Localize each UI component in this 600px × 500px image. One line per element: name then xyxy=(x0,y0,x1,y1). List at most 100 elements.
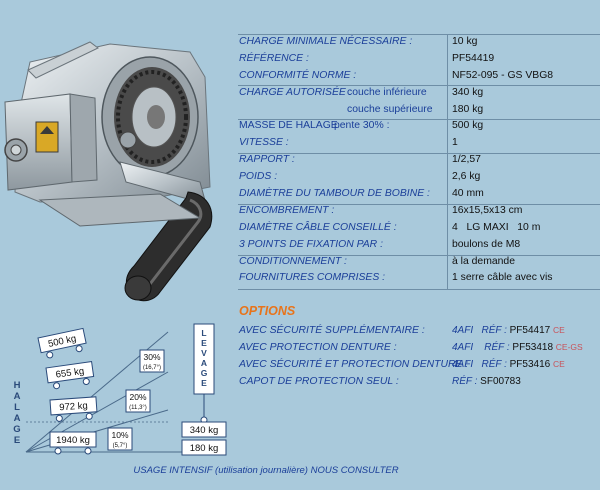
option-code: 4AFI RÉF : PF54417 CE xyxy=(452,322,565,339)
spec-label: VITESSE : xyxy=(239,137,289,149)
option-part-number: PF53418 xyxy=(512,342,554,353)
spec-label: DIAMÈTRE DU TAMBOUR DE BOBINE : xyxy=(239,188,430,200)
spec-table: CHARGE MINIMALE NÉCESSAIRE : 10 kg RÉFÉR… xyxy=(238,34,600,287)
spec-row-reference: RÉFÉRENCE : PF54419 xyxy=(238,51,600,68)
option-ref-label: RÉF : xyxy=(481,359,507,370)
spec-row-conditionnement: CONDITIONNEMENT : à la demande xyxy=(238,254,600,271)
load-1940-text: 1940 kg xyxy=(56,435,90,446)
table-rule xyxy=(238,204,600,205)
table-rule xyxy=(238,289,600,290)
spec-sublabel: couche inférieure xyxy=(347,86,427,98)
option-ref-label: RÉF : xyxy=(484,342,510,353)
slope-20-pct: 20% xyxy=(129,392,146,402)
slope-20-deg: (11,3°) xyxy=(129,405,147,411)
option-row: AVEC PROTECTION DENTURE : 4AFI RÉF : PF5… xyxy=(238,339,600,356)
option-row: CAPOT DE PROTECTION SEUL : RÉF : SF00783 xyxy=(238,373,600,390)
halage-letter: H xyxy=(14,380,21,391)
spec-row-diametre-tambour: DIAMÈTRE DU TAMBOUR DE BOBINE : 40 mm xyxy=(238,186,600,203)
option-part-number: SF00783 xyxy=(480,376,521,387)
slope-10: 10% (5,7°) xyxy=(107,427,133,451)
load-cart-500: 500 kg xyxy=(37,327,87,359)
option-ref-label: RÉF : xyxy=(452,376,478,387)
spec-row-fournitures: FOURNITURES COMPRISES : 1 serre câble av… xyxy=(238,270,600,287)
table-rule xyxy=(238,153,600,154)
spec-value: NF52-095 - GS VBG8 xyxy=(452,69,554,81)
table-rule xyxy=(238,119,600,120)
table-rule xyxy=(238,255,600,256)
spec-row-poids: POIDS : 2,6 kg xyxy=(238,169,600,186)
slope-10-pct: 10% xyxy=(111,430,128,440)
spec-value: 10 kg xyxy=(452,36,478,47)
option-row: AVEC SÉCURITÉ ET PROTECTION DENTURE : 4A… xyxy=(238,356,600,373)
table-divider-vertical xyxy=(447,34,448,290)
spec-row-rapport: RAPPORT : 1/2,57 xyxy=(238,152,600,169)
spec-label: CONDITIONNEMENT : xyxy=(239,255,347,267)
option-code: 4AFI RÉF : PF53418 CE-GS xyxy=(452,339,583,356)
option-prefix: 4AFI xyxy=(452,325,474,336)
option-ref-label: RÉF : xyxy=(481,325,507,336)
slope-30-pct: 30% xyxy=(143,352,160,362)
spec-value: 180 kg xyxy=(452,103,484,115)
spec-label: FOURNITURES COMPRISES : xyxy=(239,272,386,284)
spec-value: PF54419 xyxy=(452,52,495,64)
spec-label: MASSE DE HALAGE xyxy=(239,120,338,132)
option-code: 4AFI RÉF : PF53416 CE xyxy=(452,356,565,373)
levage-load-1: 340 kg xyxy=(190,425,219,436)
slope-30-deg: (16,7°) xyxy=(143,365,161,371)
spec-sublabel: pente 30% : xyxy=(334,120,390,132)
spec-row-diametre-cable: DIAMÈTRE CÂBLE CONSEILLÉ : 4 LG MAXI 10 … xyxy=(238,220,600,237)
table-rule xyxy=(238,34,600,35)
spec-value: 4 LG MAXI 10 m xyxy=(452,221,541,233)
spec-value: à la demande xyxy=(452,255,515,267)
spec-value: 340 kg xyxy=(452,86,484,98)
option-prefix: 4AFI xyxy=(452,342,474,353)
spec-row-vitesse: VITESSE : 1 xyxy=(238,135,600,152)
option-label: AVEC SÉCURITÉ ET PROTECTION DENTURE : xyxy=(239,359,469,370)
footer-text: USAGE INTENSIF (utilisation journalière)… xyxy=(133,465,399,476)
spec-label: CHARGE MINIMALE NÉCESSAIRE : xyxy=(239,36,413,47)
slope-10-deg: (5,7°) xyxy=(113,443,128,449)
spec-label: 3 POINTS DE FIXATION PAR : xyxy=(239,238,383,250)
load-cart-1940: 1940 kg xyxy=(49,431,97,455)
option-label: CAPOT DE PROTECTION SEUL : xyxy=(239,376,399,387)
spec-value: boulons de M8 xyxy=(452,238,521,250)
spec-label: RAPPORT : xyxy=(239,154,295,166)
spec-row-charge-minimale: CHARGE MINIMALE NÉCESSAIRE : 10 kg xyxy=(238,34,600,51)
levage-load-2: 180 kg xyxy=(190,443,219,454)
table-rule xyxy=(238,85,600,86)
option-label: AVEC SÉCURITÉ SUPPLÉMENTAIRE : xyxy=(239,325,425,336)
spec-value: 40 mm xyxy=(452,188,484,200)
option-cert: CE xyxy=(553,325,565,335)
spec-label: CHARGE AUTORISÉE : xyxy=(239,86,352,98)
spec-row-fixation: 3 POINTS DE FIXATION PAR : boulons de M8 xyxy=(238,237,600,254)
option-row: AVEC SÉCURITÉ SUPPLÉMENTAIRE : 4AFI RÉF … xyxy=(238,322,600,339)
options-heading: OPTIONS xyxy=(239,304,296,318)
spec-row-conformite: CONFORMITÉ NORME : NF52-095 - GS VBG8 xyxy=(238,68,600,85)
option-code: RÉF : SF00783 xyxy=(452,373,521,390)
spec-label: DIAMÈTRE CÂBLE CONSEILLÉ : xyxy=(239,221,397,233)
load-972-text: 972 kg xyxy=(59,400,88,413)
slope-30: 30% (16,7°) xyxy=(139,349,165,373)
spec-label: CONFORMITÉ NORME : xyxy=(239,69,357,81)
spec-value: 500 kg xyxy=(452,120,484,132)
spec-row-masse-halage: MASSE DE HALAGE pente 30% : 500 kg xyxy=(238,118,600,135)
spec-value: 1 xyxy=(452,137,458,149)
spec-row-encombrement: ENCOMBREMENT : 16x15,5x13 cm xyxy=(238,203,600,220)
spec-value: 16x15,5x13 cm xyxy=(452,204,523,216)
option-cert: CE xyxy=(553,359,565,369)
spec-value: 1 serre câble avec vis xyxy=(452,272,553,284)
spec-row-charge-autorisee: CHARGE AUTORISÉE : couche inférieure 340… xyxy=(238,85,600,102)
option-part-number: PF54417 xyxy=(509,325,551,336)
load-655-text: 655 kg xyxy=(55,366,85,381)
spec-row-charge-autorisee-sup: couche supérieure 180 kg xyxy=(238,102,600,119)
hand-winch-illustration xyxy=(4,41,213,302)
load-cart-972: 972 kg xyxy=(49,396,98,422)
option-part-number: PF53416 xyxy=(509,359,551,370)
option-prefix: 4AFI xyxy=(452,359,474,370)
spec-label: ENCOMBREMENT : xyxy=(239,204,335,216)
load-cart-655: 655 kg xyxy=(45,361,95,390)
spec-value: 2,6 kg xyxy=(452,171,481,183)
spec-value: 1/2,57 xyxy=(452,154,481,166)
